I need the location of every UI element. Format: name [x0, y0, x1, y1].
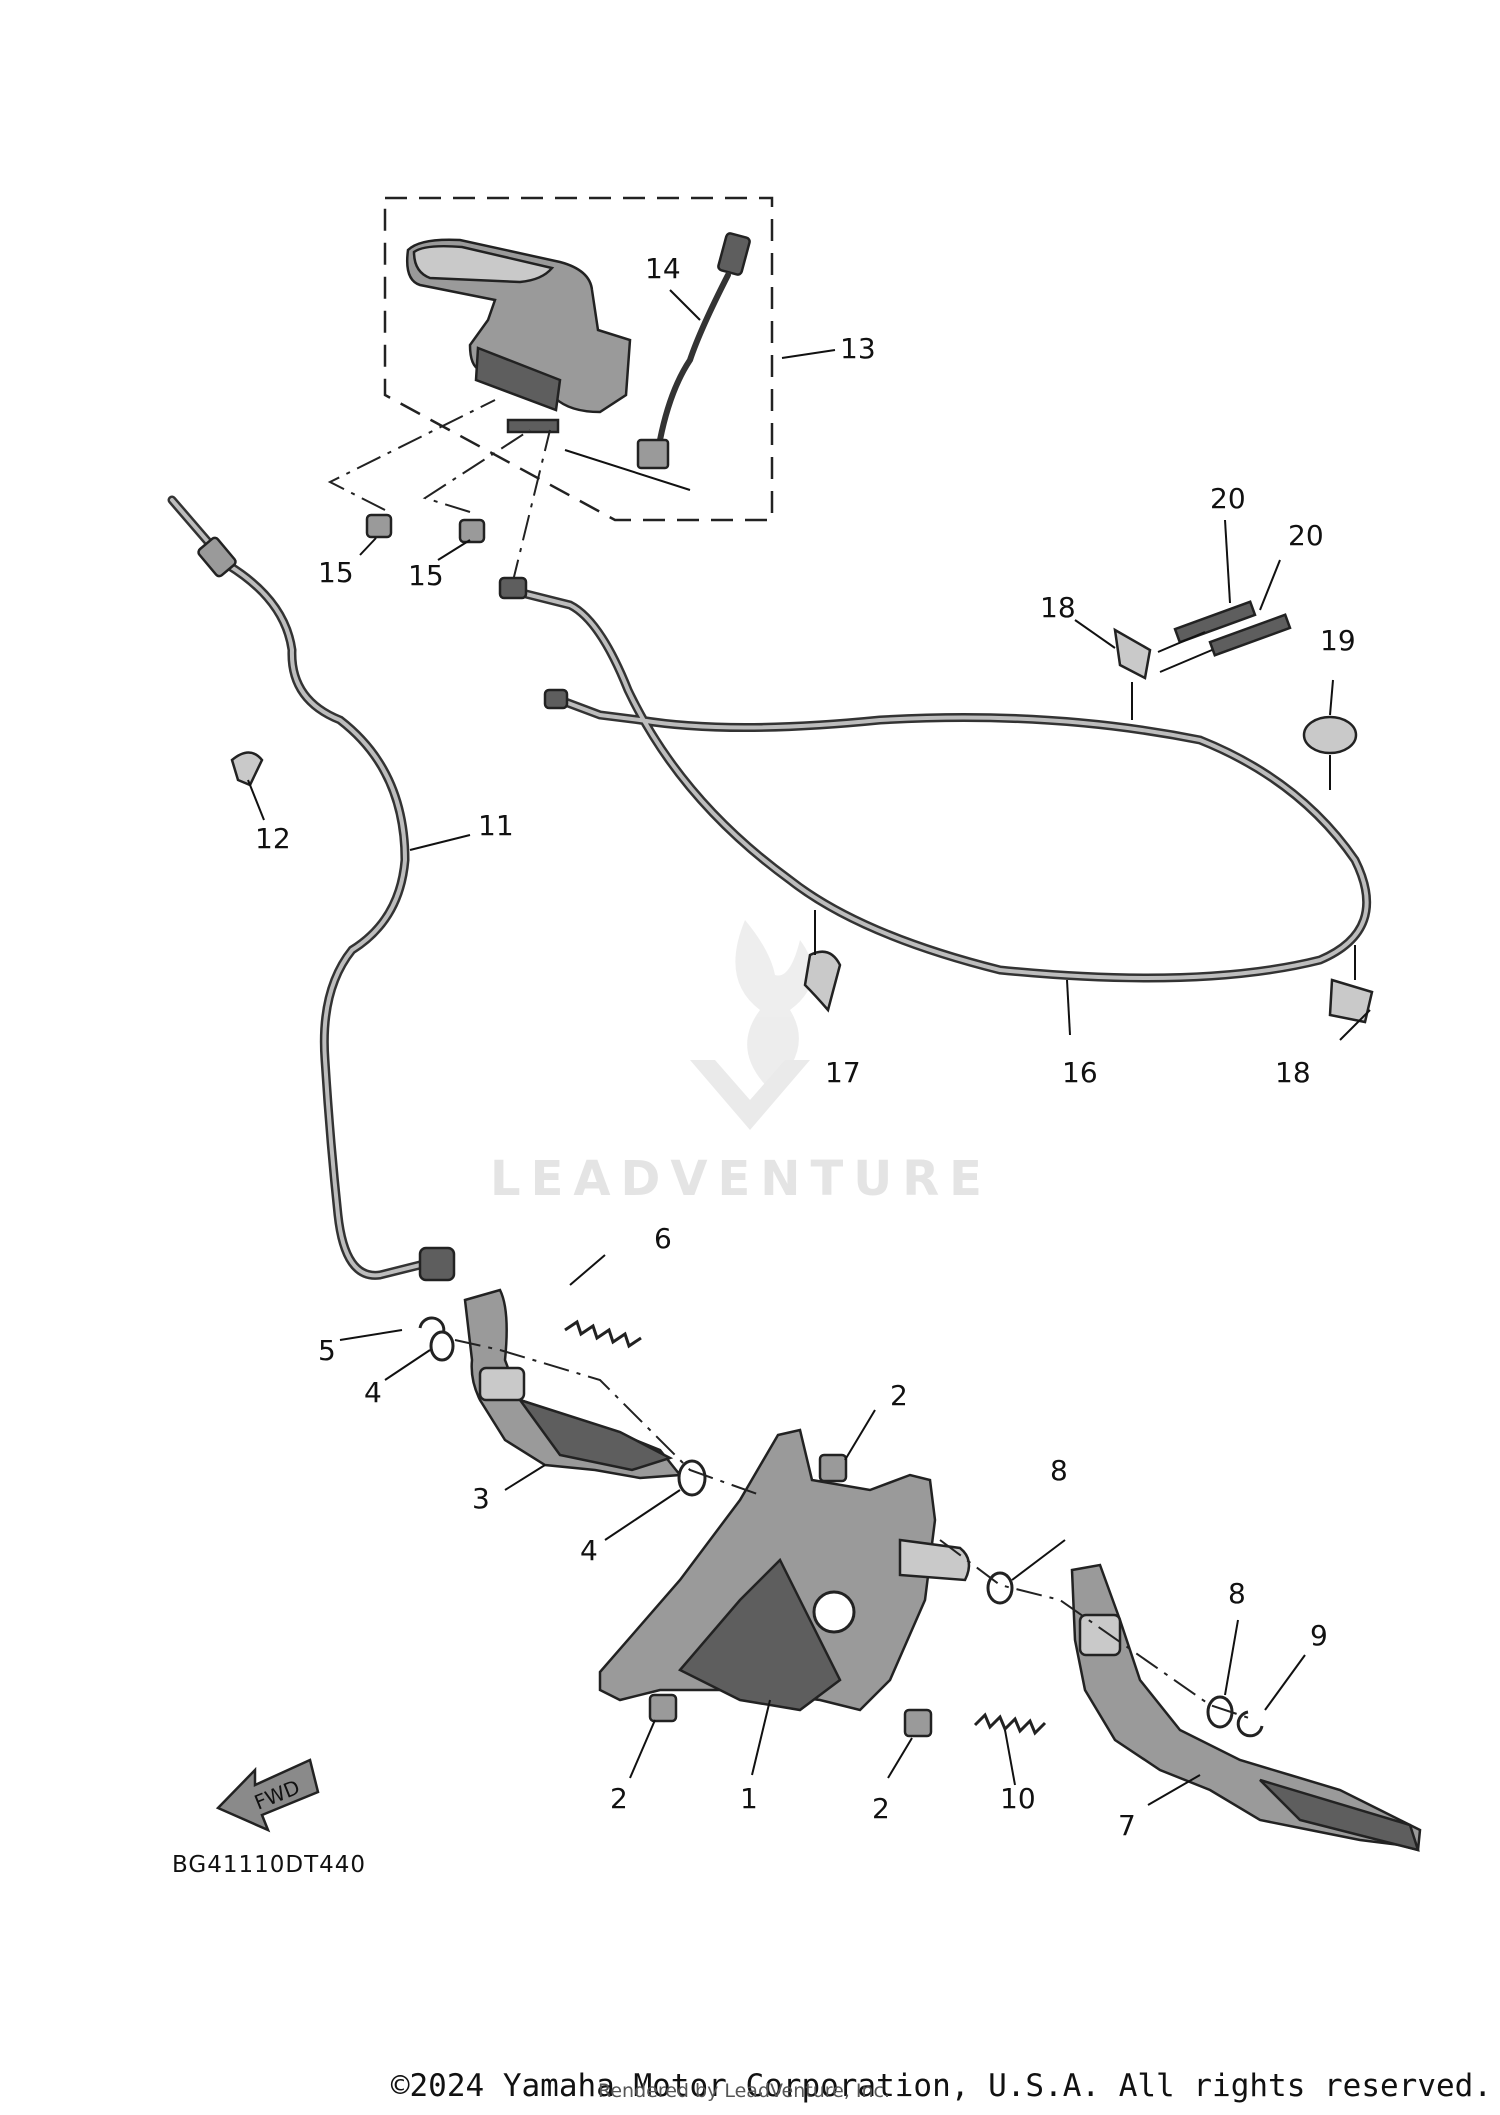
- switch-14: [564, 232, 751, 491]
- bolt-15-b: [458, 518, 486, 544]
- callout-4-b: 4: [580, 1534, 598, 1567]
- callout-2-a: 2: [890, 1379, 908, 1412]
- callout-7: 7: [1118, 1809, 1136, 1842]
- callout-5: 5: [318, 1334, 336, 1367]
- watermark-text: LEADVENTURE: [490, 1151, 992, 1207]
- lever-3: [463, 1288, 683, 1480]
- callout-3: 3: [472, 1482, 490, 1515]
- clamp-12: [230, 751, 264, 787]
- callout-19: 19: [1320, 624, 1356, 657]
- callout-15-b: 15: [408, 559, 444, 592]
- spring-10: [973, 1712, 1047, 1736]
- callouts: 14 13 15 15 12 11 20 20 18 19 17 16 18 6…: [255, 252, 1356, 1842]
- callout-20-a: 20: [1210, 482, 1246, 515]
- callout-9: 9: [1310, 1619, 1328, 1652]
- brake-pedal-7: [1070, 1563, 1422, 1852]
- washer-4-b: [677, 1459, 707, 1497]
- fwd-arrow-icon: FWD: [215, 1758, 320, 1833]
- callout-13: 13: [840, 332, 876, 365]
- copyright-notice: ©2024 Yamaha Motor Corporation, U.S.A. A…: [390, 2068, 1492, 2104]
- bolt-15-a: [365, 513, 393, 539]
- callout-8-a: 8: [1050, 1454, 1068, 1487]
- circlip-9: [1236, 1710, 1264, 1738]
- bolt-2-a: [818, 1453, 848, 1483]
- callout-4-a: 4: [364, 1376, 382, 1409]
- leader-lines: [247, 289, 1371, 1806]
- washer-4-a: [429, 1330, 455, 1362]
- callout-14: 14: [645, 252, 681, 285]
- clamp-17: [803, 910, 842, 1013]
- callout-12: 12: [255, 822, 291, 855]
- callout-8-b: 8: [1228, 1577, 1246, 1610]
- callout-15-a: 15: [318, 556, 354, 589]
- clamp-18-a: [1113, 627, 1152, 720]
- spring-6: [564, 1319, 642, 1349]
- cable-11: [167, 495, 456, 1282]
- bracket-1: [598, 1428, 971, 1712]
- leadventure-watermark: LEADVENTURE: [490, 920, 992, 1207]
- callout-10: 10: [1000, 1782, 1036, 1815]
- diagram-code: BG41110DT440: [172, 1852, 366, 1878]
- callout-2-b: 2: [610, 1782, 628, 1815]
- callout-11: 11: [478, 809, 514, 842]
- clamp-18-b: [1328, 945, 1374, 1024]
- callout-6: 6: [654, 1222, 672, 1255]
- callout-1: 1: [740, 1782, 758, 1815]
- callout-20-b: 20: [1288, 519, 1324, 552]
- bolt-2-c: [903, 1708, 933, 1738]
- callout-18-b: 18: [1275, 1056, 1311, 1089]
- clutch-lever-assembly: [406, 238, 632, 434]
- callout-2-c: 2: [872, 1792, 890, 1825]
- callout-18-a: 18: [1040, 591, 1076, 624]
- assembly-13-outline: [383, 196, 774, 522]
- cable-16: [498, 576, 1372, 983]
- callout-16: 16: [1062, 1056, 1098, 1089]
- pad-20-a: [1173, 600, 1257, 644]
- clamp-19: [1302, 715, 1358, 790]
- callout-17: 17: [825, 1056, 861, 1089]
- rendered-by-notice: Rendered by LeadVenture, Inc.: [598, 2080, 891, 2102]
- pad-20-b: [1208, 613, 1292, 657]
- bolt-2-b: [648, 1693, 678, 1723]
